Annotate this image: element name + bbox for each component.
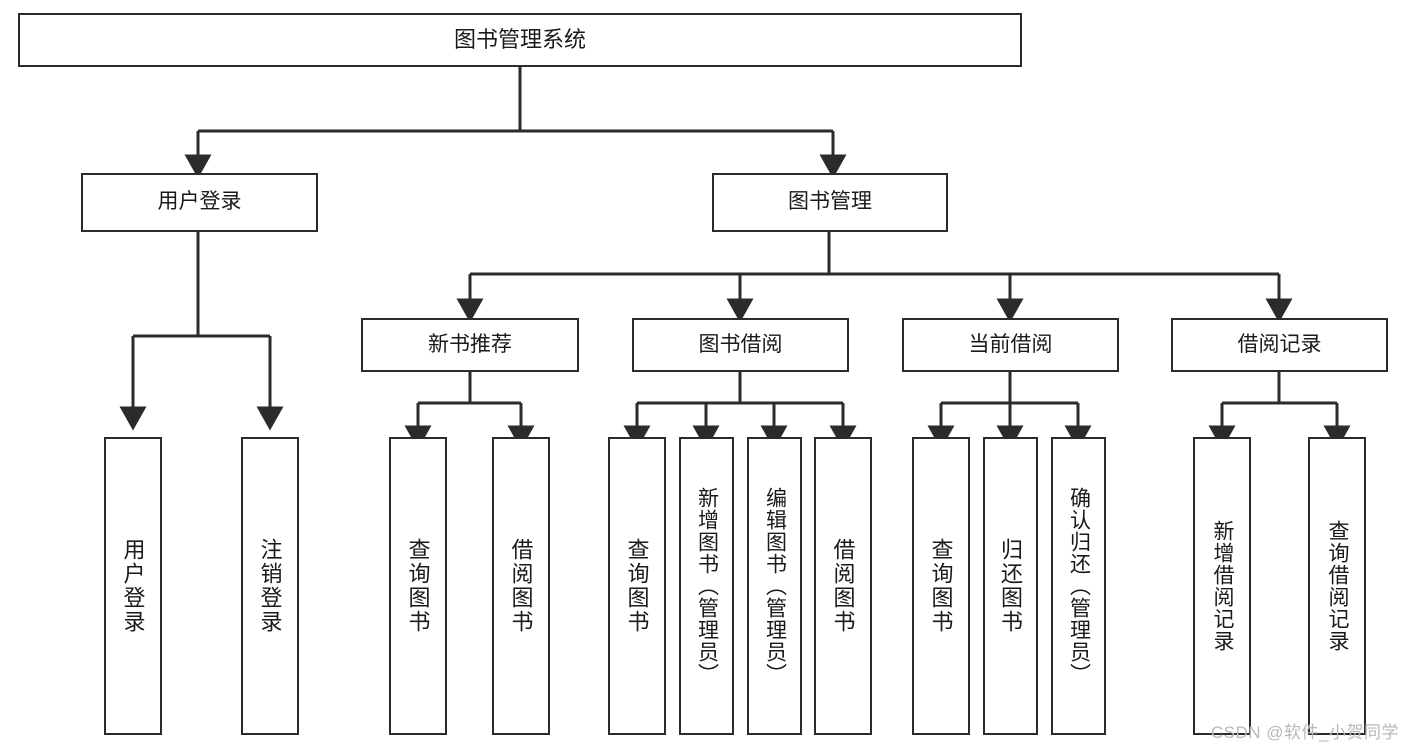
node-leaf-return-book-label: 归还图书: [998, 538, 1024, 634]
node-current-borrow[interactable]: 当前借阅: [902, 318, 1119, 372]
node-leaf-borrow-book-2-label: 借阅图书: [830, 538, 856, 634]
node-book-borrow-label: 图书借阅: [698, 332, 783, 356]
node-leaf-return-book[interactable]: 归还图书: [983, 437, 1038, 735]
node-leaf-add-record-label: 新增借阅记录: [1211, 520, 1235, 652]
node-leaf-confirm-return[interactable]: 确认归还（管理员）: [1051, 437, 1106, 735]
node-leaf-query-book-1-label: 查询图书: [405, 538, 431, 634]
node-borrow-record[interactable]: 借阅记录: [1171, 318, 1388, 372]
node-leaf-borrow-book-2[interactable]: 借阅图书: [814, 437, 872, 735]
node-book-manage-label: 图书管理: [788, 190, 872, 214]
node-user-login[interactable]: 用户登录: [81, 173, 318, 232]
node-root[interactable]: 图书管理系统: [18, 13, 1022, 67]
node-leaf-query-book-2[interactable]: 查询图书: [608, 437, 666, 735]
node-leaf-edit-book[interactable]: 编辑图书（管理员）: [747, 437, 802, 735]
node-root-label: 图书管理系统: [453, 27, 586, 53]
node-leaf-add-book[interactable]: 新增图书（管理员）: [679, 437, 734, 735]
csdn-watermark: CSDN @软件_小贺同学: [1210, 723, 1399, 742]
node-book-manage[interactable]: 图书管理: [712, 173, 948, 232]
node-book-borrow[interactable]: 图书借阅: [632, 318, 849, 372]
node-leaf-add-book-label: 新增图书（管理员）: [695, 487, 719, 685]
node-leaf-edit-book-label: 编辑图书（管理员）: [763, 487, 787, 685]
node-leaf-user-login[interactable]: 用户登录: [104, 437, 162, 735]
node-user-login-label: 用户登录: [157, 190, 242, 214]
node-leaf-query-book-3-label: 查询图书: [928, 538, 954, 634]
node-current-borrow-label: 当前借阅: [968, 332, 1053, 356]
node-borrow-record-label: 借阅记录: [1237, 332, 1322, 356]
node-leaf-borrow-book-1[interactable]: 借阅图书: [492, 437, 550, 735]
node-new-book-recommend[interactable]: 新书推荐: [361, 318, 579, 372]
node-leaf-logout-label: 注销登录: [257, 538, 283, 634]
node-leaf-query-record[interactable]: 查询借阅记录: [1308, 437, 1366, 735]
node-leaf-borrow-book-1-label: 借阅图书: [508, 538, 534, 634]
node-leaf-user-login-label: 用户登录: [120, 538, 146, 634]
node-leaf-query-book-2-label: 查询图书: [624, 538, 650, 634]
node-leaf-query-book-3[interactable]: 查询图书: [912, 437, 970, 735]
node-leaf-confirm-return-label: 确认归还（管理员）: [1067, 487, 1091, 685]
node-leaf-add-record[interactable]: 新增借阅记录: [1193, 437, 1251, 735]
node-leaf-logout[interactable]: 注销登录: [241, 437, 299, 735]
node-new-book-recommend-label: 新书推荐: [428, 332, 512, 356]
node-leaf-query-record-label: 查询借阅记录: [1326, 520, 1350, 652]
node-leaf-query-book-1[interactable]: 查询图书: [389, 437, 447, 735]
